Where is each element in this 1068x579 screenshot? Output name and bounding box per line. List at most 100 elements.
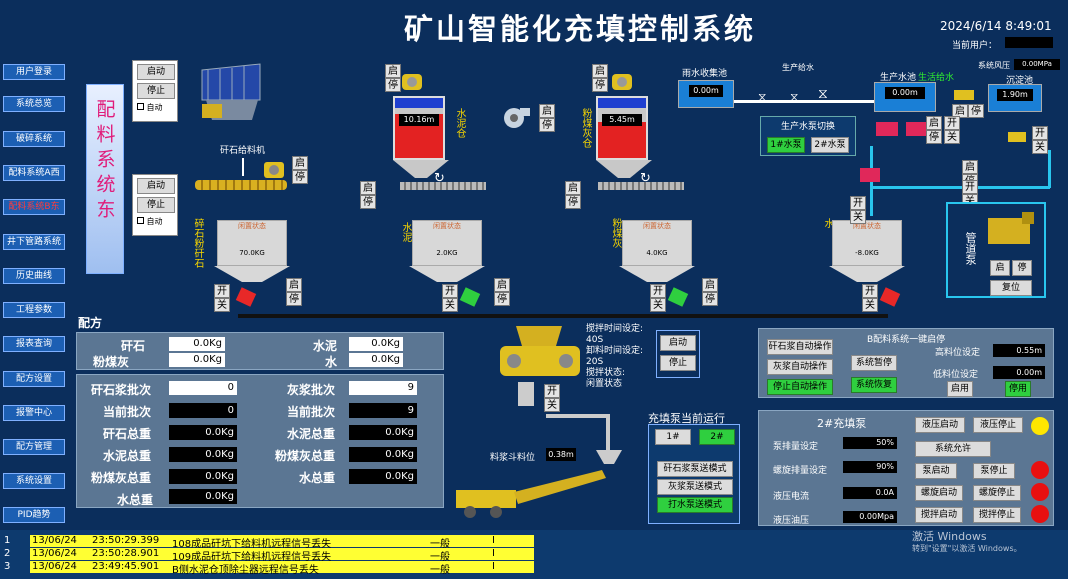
conveyor-stop[interactable]: 停	[292, 170, 308, 184]
pipe-pump-stop[interactable]: 停	[1012, 260, 1032, 276]
hopper2-dust-start[interactable]: 启	[494, 278, 510, 292]
hopper3-valve-close[interactable]: 关	[650, 298, 666, 312]
nav-batching-b-east[interactable]: 配料系统B东	[3, 199, 65, 215]
water-valve-open[interactable]: 开	[850, 196, 866, 210]
water-pump-close[interactable]: 关	[944, 130, 960, 144]
hopper1-dust-start[interactable]: 启	[286, 278, 302, 292]
hopper1-cone	[214, 266, 290, 282]
water-pump-start[interactable]: 启	[926, 116, 942, 130]
water-pump-stop[interactable]: 停	[926, 130, 942, 144]
flyash-screw-stop[interactable]: 停	[565, 195, 581, 209]
conveyor-start[interactable]: 启	[292, 156, 308, 170]
nav-system-settings[interactable]: 系统设置	[3, 473, 65, 489]
mixer-discharge-close[interactable]: 关	[544, 398, 560, 412]
hopper3-valve-open[interactable]: 开	[650, 284, 666, 298]
current-user-field	[1005, 37, 1053, 48]
feeder1-auto-row[interactable]: 自动	[137, 102, 173, 113]
mode-water-button[interactable]: 打水泵送模式	[657, 497, 733, 513]
mode-slurry-button[interactable]: 灰浆泵送模式	[657, 479, 733, 495]
water-valve-close[interactable]: 关	[850, 210, 866, 224]
gangue-auto-button[interactable]: 矸石浆自动操作	[767, 339, 833, 355]
pipe-pump-start[interactable]: 启	[990, 260, 1010, 276]
system-resume-button[interactable]: 系统恢复	[851, 377, 897, 393]
hopper3-dust-start[interactable]: 启	[702, 278, 718, 292]
water-pump-open[interactable]: 开	[944, 116, 960, 130]
nav-user-login[interactable]: 用户登录	[3, 64, 65, 80]
hyd-stop-button[interactable]: 液压停止	[973, 417, 1023, 433]
screw-start-button[interactable]: 螺旋启动	[915, 485, 963, 501]
hopper3-dust-stop[interactable]: 停	[702, 292, 718, 306]
system-pause-button[interactable]: 系统暂停	[851, 355, 897, 371]
settle-valve-icon	[1008, 132, 1026, 142]
hopper2-dust-stop[interactable]: 停	[494, 292, 510, 306]
mixer-discharge-open[interactable]: 开	[544, 384, 560, 398]
nav-history-curve[interactable]: 历史曲线	[3, 268, 65, 284]
hopper4-valve-open[interactable]: 开	[862, 284, 878, 298]
settle-valve-close[interactable]: 关	[1032, 140, 1048, 154]
hopper4-valve-close[interactable]: 关	[862, 298, 878, 312]
feeder1-stop-button[interactable]: 停止	[137, 83, 175, 99]
cement-screw-start[interactable]: 启	[360, 181, 376, 195]
water-pump2-button[interactable]: 2#水泵	[811, 137, 849, 153]
level-disable-button[interactable]: 停用	[1005, 381, 1031, 397]
mixer-start-button[interactable]: 启动	[660, 335, 696, 351]
nav-pid-trend[interactable]: PID趋势	[3, 507, 65, 523]
water-meter-open[interactable]: 开	[962, 180, 978, 194]
feeder2-start-button[interactable]: 启动	[137, 178, 175, 194]
alarm-row[interactable]: 2 13/06/24 23:50:28.901 109成品矸坑下给料机远程信号丢…	[0, 548, 1068, 563]
water-meter-start[interactable]: 启	[962, 160, 978, 174]
settle-valve-open[interactable]: 开	[1032, 126, 1048, 140]
nav-alarm-center[interactable]: 报警中心	[3, 405, 65, 421]
slurry-auto-button[interactable]: 灰浆自动操作	[767, 359, 833, 375]
nav-engineering-params[interactable]: 工程参数	[3, 302, 65, 318]
hyd-start-button[interactable]: 液压启动	[915, 417, 965, 433]
cement-screw-stop[interactable]: 停	[360, 195, 376, 209]
screw-stop-button[interactable]: 螺旋停止	[973, 485, 1021, 501]
nav-recipe-settings[interactable]: 配方设置	[3, 371, 65, 387]
nav-recipe-management[interactable]: 配方管理	[3, 439, 65, 455]
low-level-label: 低料位设定	[933, 370, 979, 380]
feeder-machine-icon	[201, 63, 261, 120]
blower-start[interactable]: 启	[539, 104, 555, 118]
water-pump1-button[interactable]: 1#水泵	[767, 137, 805, 153]
mix-stop-button[interactable]: 搅拌停止	[973, 507, 1021, 523]
feeder2-stop-button[interactable]: 停止	[137, 197, 175, 213]
hopper2-valve-close[interactable]: 关	[442, 298, 458, 312]
pipe-pump-reset[interactable]: 复位	[990, 280, 1032, 296]
nav-batching-a-west[interactable]: 配料系统A西	[3, 165, 65, 181]
nav-crushing[interactable]: 破碎系统	[3, 131, 65, 147]
pump-stop-button[interactable]: 泵停止	[973, 463, 1015, 479]
settle-pump-stop[interactable]: 停	[968, 104, 984, 118]
hopper1-valve-open[interactable]: 开	[214, 284, 230, 298]
mixer-stop-button[interactable]: 停止	[660, 355, 696, 371]
mode-gangue-button[interactable]: 矸石浆泵送模式	[657, 461, 733, 477]
recipe-flyash-value: 0.0Kg	[169, 353, 225, 367]
hopper2-valve-open[interactable]: 开	[442, 284, 458, 298]
pump-start-button[interactable]: 泵启动	[915, 463, 957, 479]
level-enable-button[interactable]: 启用	[947, 381, 973, 397]
cement-fan-start[interactable]: 启	[385, 64, 401, 78]
stop-auto-button[interactable]: 停止自动操作	[767, 379, 833, 395]
hopper1-valve-close[interactable]: 关	[214, 298, 230, 312]
cement-fan-stop[interactable]: 停	[385, 78, 401, 92]
settle-pump-start[interactable]: 启	[952, 104, 968, 118]
mix-start-button[interactable]: 搅拌启动	[915, 507, 963, 523]
nav-system-overview[interactable]: 系统总览	[3, 96, 65, 112]
system-allow-button[interactable]: 系统允许	[915, 441, 991, 457]
recipe-panel: 矸石 0.0Kg 粉煤灰 0.0Kg 水泥 0.0Kg 水 0.0Kg	[76, 332, 444, 370]
feeder1-start-button[interactable]: 启动	[137, 64, 175, 80]
flyash-fan-stop[interactable]: 停	[592, 78, 608, 92]
nav-report-query[interactable]: 报表查询	[3, 336, 65, 352]
fill-pump2-select[interactable]: 2#	[699, 429, 735, 445]
alarm-row[interactable]: 1 13/06/24 23:50:29.399 108成品矸坑下给料机远程信号丢…	[0, 535, 1068, 550]
alarm-row[interactable]: 3 13/06/24 23:49:45.901 B侧水泥仓顶除尘器远程信号丢失 …	[0, 561, 1068, 576]
flyash-fan-start[interactable]: 启	[592, 64, 608, 78]
blower-stop[interactable]: 停	[539, 118, 555, 132]
feeder2-auto-row[interactable]: 自动	[137, 216, 173, 227]
hopper1-dust-stop[interactable]: 停	[286, 292, 302, 306]
sys-pressure-value: 0.00MPa	[1014, 59, 1060, 70]
nav-underground-pipe[interactable]: 井下管路系统	[3, 234, 65, 250]
fill-pump1-select[interactable]: 1#	[655, 429, 691, 445]
collector-pipe	[238, 314, 888, 318]
flyash-screw-start[interactable]: 启	[565, 181, 581, 195]
